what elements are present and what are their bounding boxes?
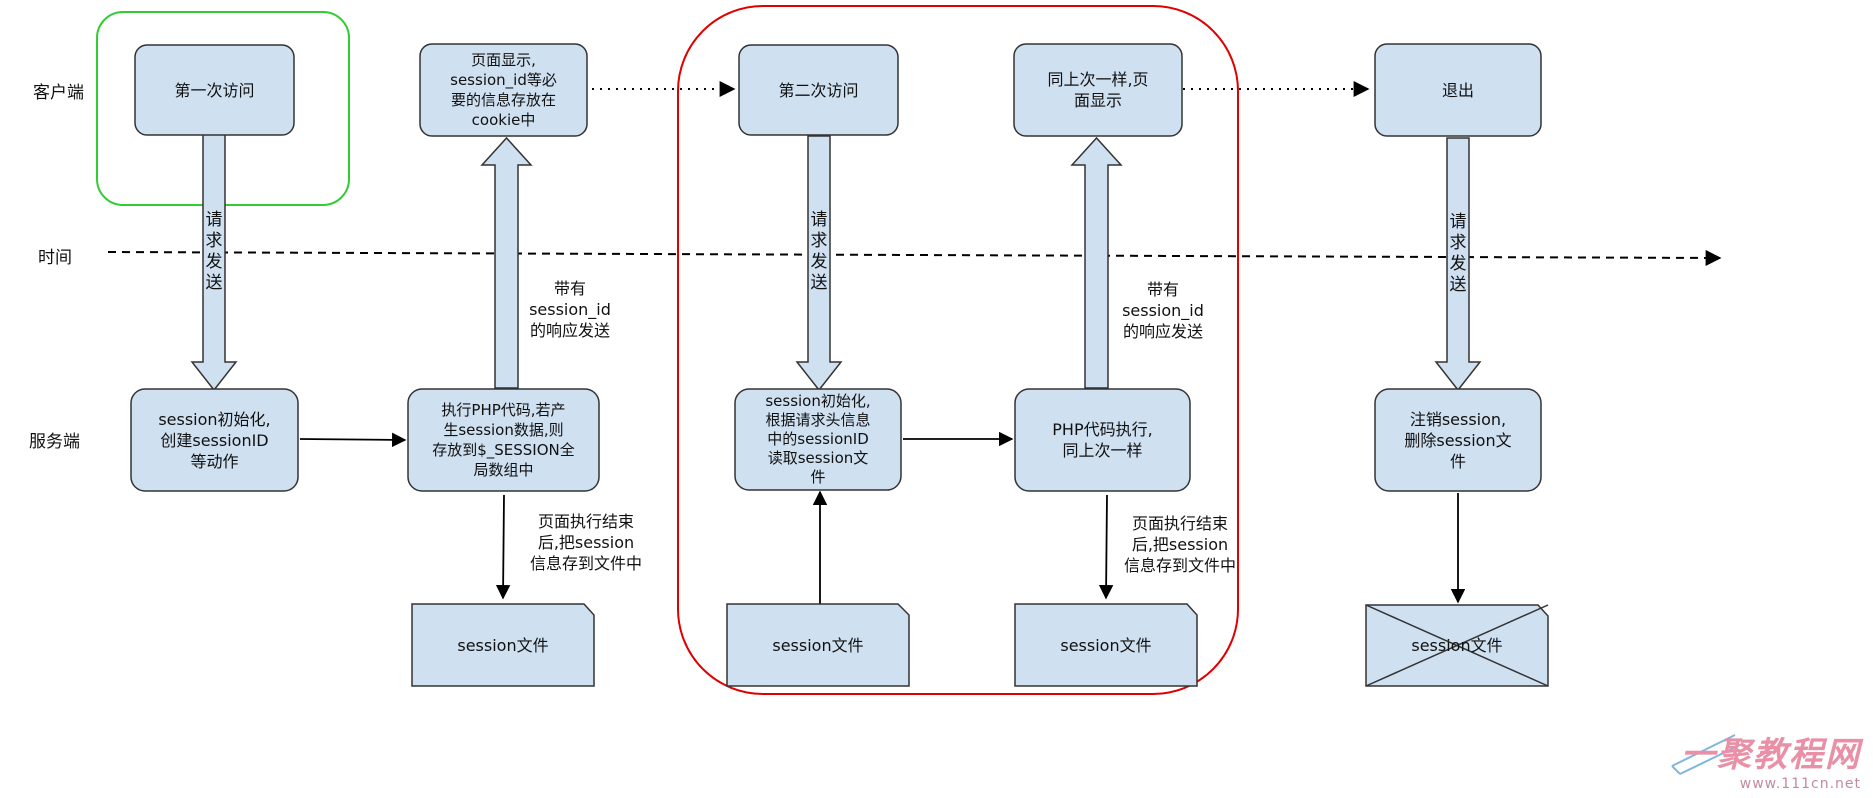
- exec-php-text: 执行PHP代码,若产 生session数据,则 存放到$_SESSION全 局数…: [432, 401, 575, 479]
- session-file-2-text: session文件: [772, 635, 864, 655]
- delete-cross-line-2: [1365, 604, 1549, 687]
- session-file-shape-2: [726, 603, 910, 687]
- page-display-text: 页面显示, session_id等必 要的信息存放在 cookie中: [450, 51, 557, 129]
- request-block-arrow-3: [1434, 137, 1482, 392]
- send-request-label-3: 请求发送: [1449, 212, 1467, 295]
- arrow-init-to-exec: [299, 432, 407, 448]
- session-init-2-text: session初始化, 根据请求头信息 中的sessionID 读取sessio…: [765, 392, 871, 486]
- destroy-session-box: [1374, 388, 1542, 492]
- session-init-text: session初始化, 创建sessionID 等动作: [158, 409, 271, 471]
- session-file-1-text: session文件: [457, 635, 549, 655]
- request-block-arrow-1: [190, 133, 238, 392]
- logout-box: [1374, 43, 1542, 137]
- exec-php-box: [407, 388, 600, 492]
- watermark-brand: 一聚教程网: [1681, 735, 1861, 775]
- lane-time-label: 时间: [38, 248, 72, 268]
- session-file-shape-1: [411, 603, 595, 687]
- same-display-text: 同上次一样,页 面显示: [1047, 70, 1149, 110]
- watermark-pen-icon: [1671, 734, 1743, 775]
- php-exec-2-box: [1014, 388, 1191, 492]
- watermark: 一聚教程网 www.111cn.net: [1681, 727, 1861, 792]
- same-display-box: [1013, 43, 1183, 137]
- response-block-arrow-2: [1070, 136, 1123, 389]
- session-init-2-box: [734, 388, 902, 491]
- send-request-label-1: 请求发送: [205, 210, 223, 293]
- second-visit-text: 第二次访问: [778, 80, 859, 100]
- session-file-shape-3: [1014, 603, 1198, 687]
- logout-text: 退出: [1441, 80, 1474, 100]
- page-display-box: [419, 43, 588, 137]
- php-exec-2-text: PHP代码执行, 同上次一样: [1052, 420, 1153, 460]
- session-file-3-text: session文件: [1060, 635, 1152, 655]
- second-visit-box: [738, 44, 899, 136]
- request-block-arrow-2: [795, 135, 843, 392]
- lane-server-label: 服务端: [29, 432, 80, 452]
- watermark-url: www.111cn.net: [1739, 776, 1861, 792]
- arrow-exec2-to-file: [1098, 494, 1114, 600]
- timeline-arrow: [107, 249, 1722, 266]
- session-init-box: [130, 388, 299, 492]
- destroy-session-text: 注销session, 删除session文 件: [1404, 409, 1512, 471]
- send-request-label-2: 请求发送: [810, 210, 828, 293]
- arrow-exec-to-file: [495, 494, 511, 600]
- first-visit-text: 第一次访问: [174, 80, 255, 100]
- lane-client-label: 客户端: [33, 83, 84, 103]
- session-file-deleted-text: session文件: [1411, 636, 1503, 655]
- first-visit-box: [134, 44, 295, 136]
- second-visit-highlight: [677, 5, 1239, 695]
- response-block-arrow-1: [480, 136, 533, 389]
